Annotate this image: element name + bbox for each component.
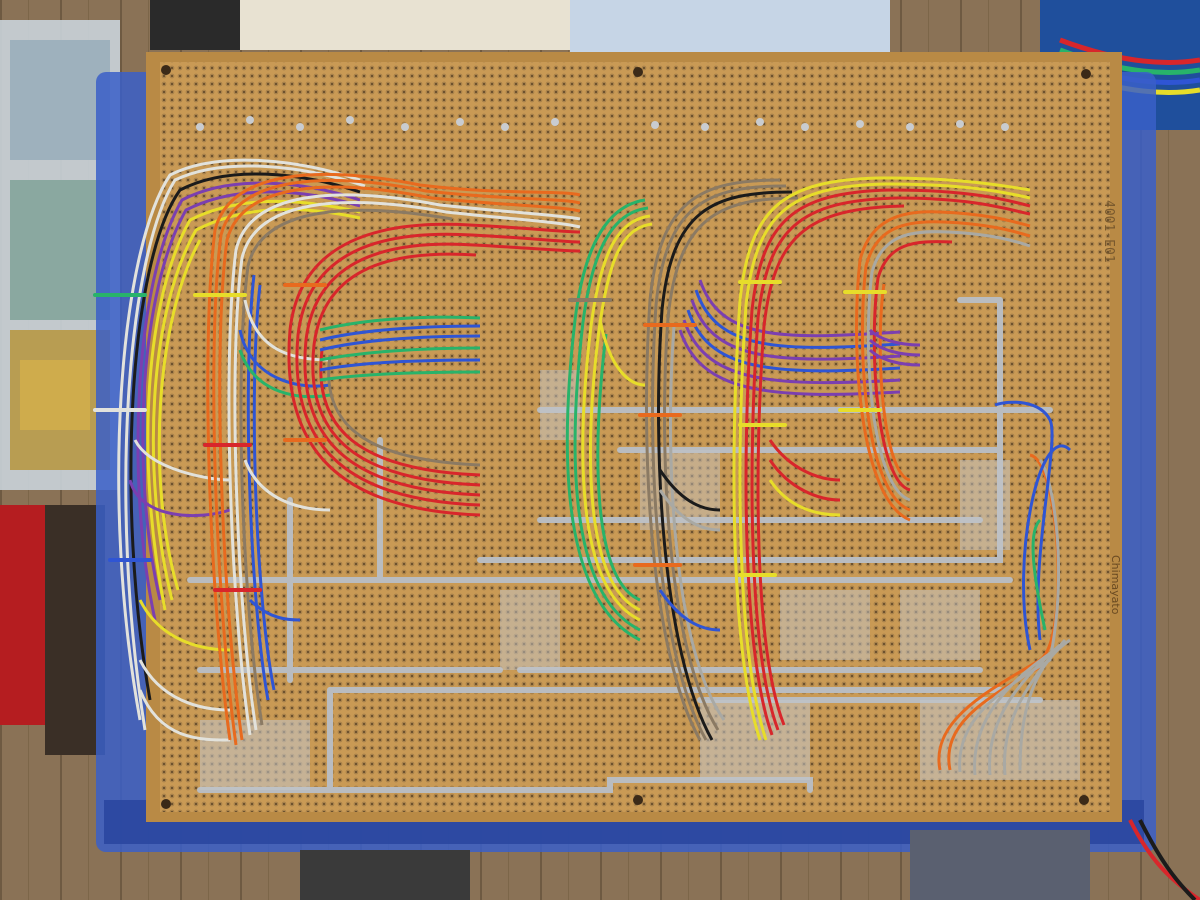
cable-ties	[93, 280, 887, 592]
wire-bundle-red	[287, 222, 581, 517]
wire-bundle-yellow-red	[732, 176, 1031, 741]
mounting-holes	[161, 65, 1091, 809]
wire-bundle-green	[565, 198, 653, 642]
board-label-right: Chimayato	[1109, 555, 1122, 615]
wire-bundle-orange-white	[206, 172, 581, 746]
foreground-object-right	[910, 830, 1090, 900]
wire-bundle-bottom-right	[937, 400, 1072, 776]
wire-bundle-orange-right	[855, 210, 1031, 522]
multimeter	[150, 0, 240, 50]
foreground-object-left	[300, 850, 470, 900]
board-label-top: 4001-E01	[1101, 200, 1116, 263]
component-leads	[196, 116, 1009, 131]
